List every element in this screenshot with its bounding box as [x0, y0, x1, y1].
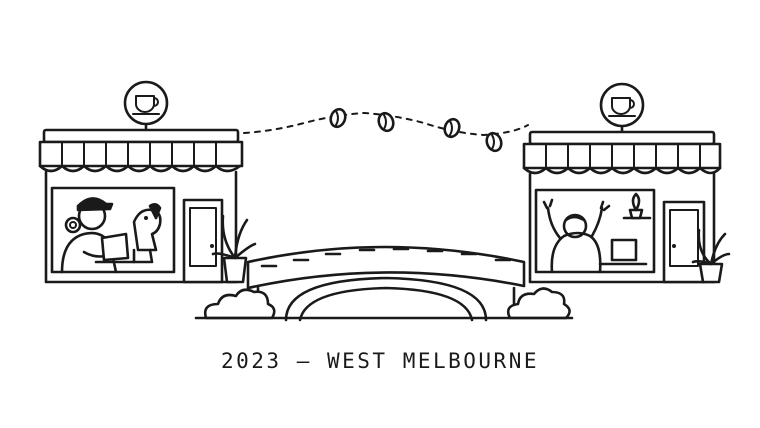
shelf-plant — [622, 192, 652, 220]
right-awning — [522, 142, 722, 175]
bean-trail — [243, 107, 529, 153]
right-shop — [522, 82, 731, 284]
left-door — [182, 198, 224, 284]
coffee-cup-icon — [608, 97, 636, 117]
coffee-bean-icon — [443, 117, 461, 139]
right-coffee-sign — [599, 82, 645, 134]
right-bush — [506, 287, 571, 320]
laptop-right — [598, 238, 648, 266]
coffee-bean-icon — [329, 107, 347, 129]
left-awning — [38, 140, 244, 173]
left-window — [50, 186, 176, 274]
coffee-bean-icon — [377, 111, 395, 133]
left-plant — [211, 214, 257, 284]
coffee-cup-icon — [132, 95, 160, 115]
left-coffee-sign — [123, 80, 169, 132]
person-with-hat — [60, 197, 118, 274]
laptop-left — [94, 232, 152, 264]
right-plant — [691, 228, 731, 284]
right-window — [534, 188, 656, 274]
left-shop — [38, 80, 257, 284]
cheering-person — [542, 198, 611, 274]
bridge — [246, 245, 526, 322]
dog — [132, 203, 162, 264]
left-bush — [203, 288, 276, 320]
caption: 2023 — WEST MELBOURNE — [220, 349, 539, 373]
right-door — [662, 200, 706, 284]
coffee-bean-icon — [485, 131, 503, 153]
